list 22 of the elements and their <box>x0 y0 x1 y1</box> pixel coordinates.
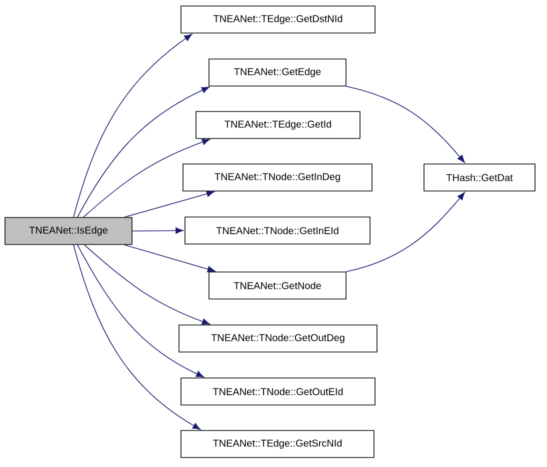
function-box: TNEANet::TNode::GetOutDeg <box>178 324 378 352</box>
function-box: THash::GetDat <box>424 164 536 192</box>
arrow <box>83 138 210 218</box>
function-box: TNEANet::TEdge::GetSrcNId <box>180 430 374 458</box>
arrow <box>77 244 204 378</box>
arrow <box>77 86 210 218</box>
function-box: TNEANet::TEdge::GetDstNId <box>180 6 376 34</box>
arrow <box>124 190 214 218</box>
arrow <box>346 86 465 163</box>
function-box: TNEANet::TNode::GetOutEId <box>180 378 376 406</box>
function-box: TNEANet::TNode::GetInEId <box>184 216 370 244</box>
arrow <box>73 244 201 430</box>
highlighted-function-box: TNEANet::IsEdge <box>4 217 132 245</box>
arrow <box>132 227 184 234</box>
function-box: TNEANet::GetNode <box>208 272 346 300</box>
function-box: TNEANet::TEdge::GetId <box>196 111 360 139</box>
arrow <box>124 244 216 272</box>
function-box: TNEANet::TNode::GetInDeg <box>182 164 372 192</box>
arrow <box>73 34 192 218</box>
arrow <box>84 244 210 325</box>
function-box: TNEANet::GetEdge <box>208 58 346 86</box>
arrow <box>346 192 465 272</box>
